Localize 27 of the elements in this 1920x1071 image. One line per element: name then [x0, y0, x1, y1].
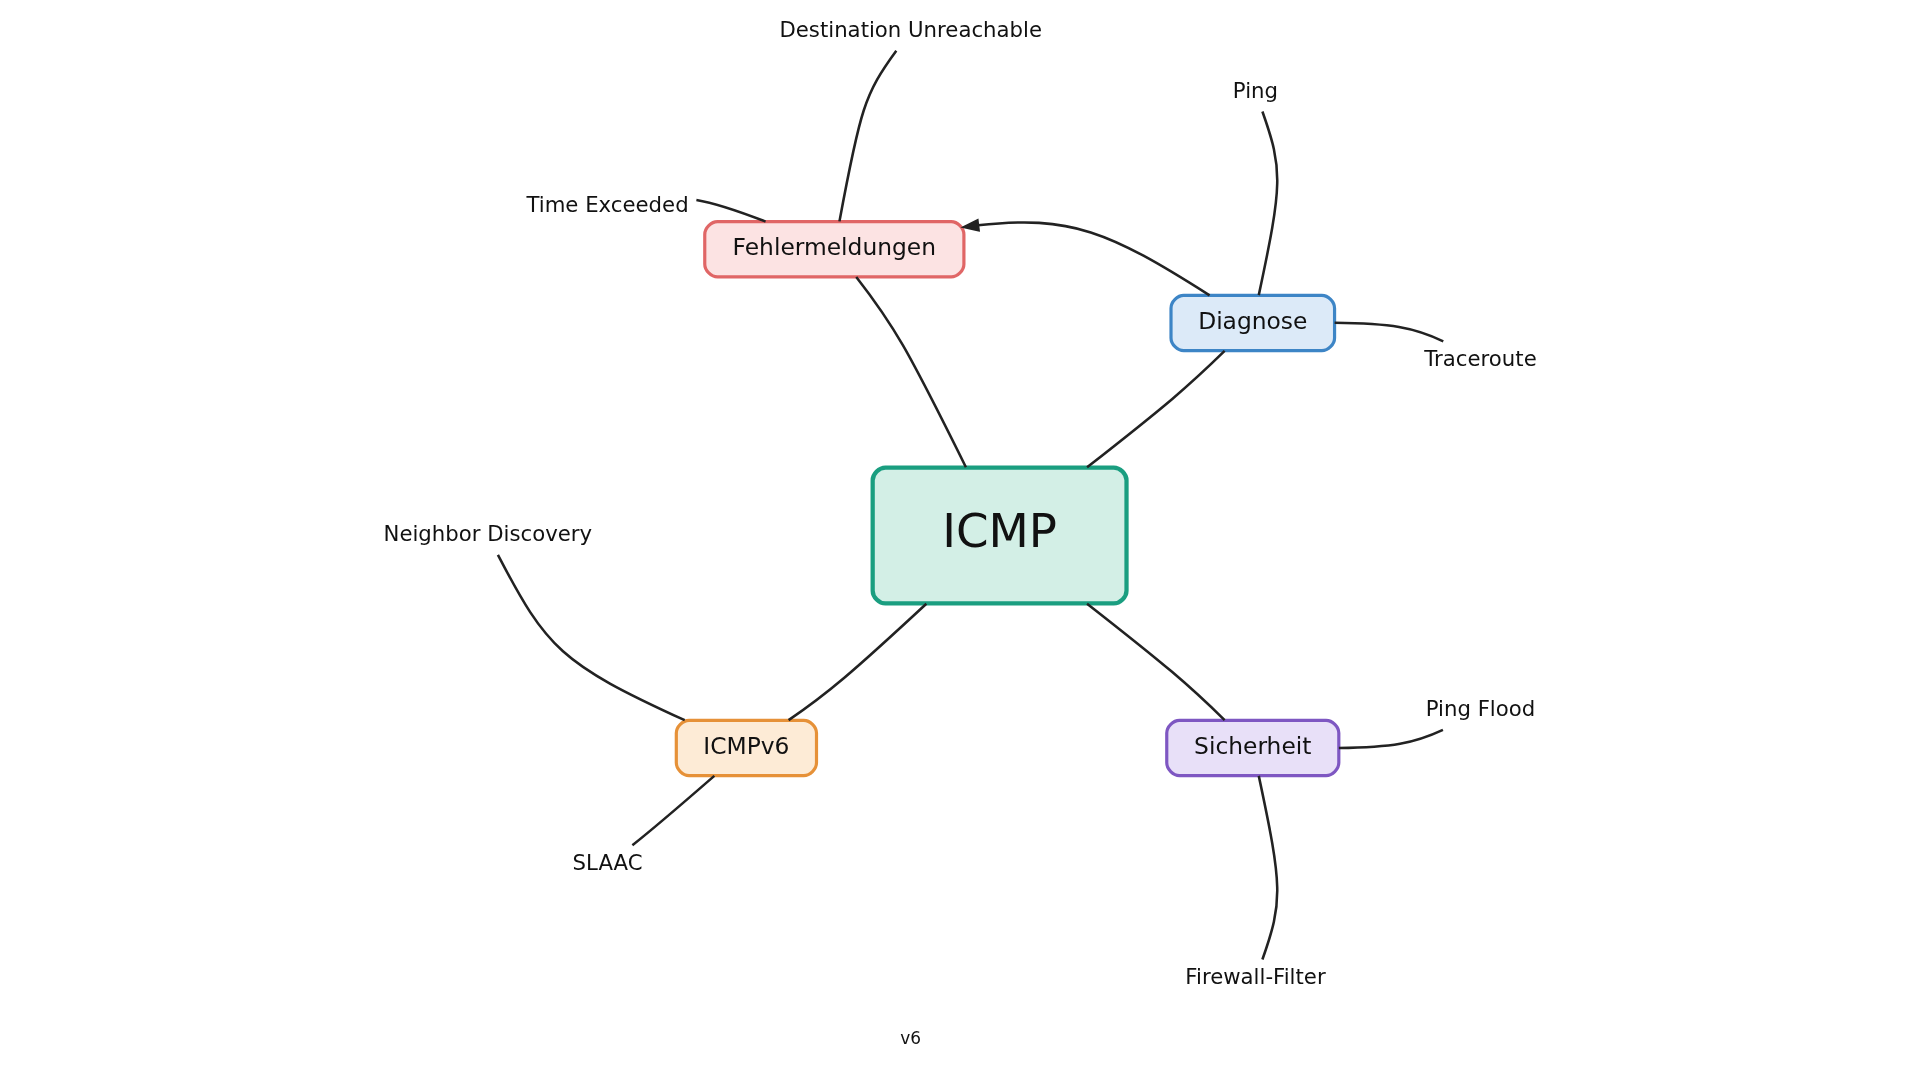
node-box: ICMP: [870, 465, 1129, 606]
connector: [1086, 350, 1226, 469]
connector: [855, 276, 968, 468]
node-box: Fehlermeldungen: [703, 220, 966, 279]
node-text: Traceroute: [1424, 345, 1537, 371]
connector: [496, 554, 686, 722]
connector: [696, 198, 766, 223]
connector: [1257, 775, 1279, 960]
node-box: Diagnose: [1169, 293, 1337, 353]
node-text: Firewall-Filter: [1185, 964, 1326, 990]
connector: [1086, 602, 1226, 721]
connector: [1257, 111, 1279, 296]
connector: [1338, 728, 1444, 750]
node-text: Time Exceeded: [526, 191, 689, 217]
connector: [838, 50, 898, 222]
node-text: Neighbor Discovery: [383, 520, 593, 546]
node-text: SLAAC: [572, 849, 643, 875]
connector: [631, 774, 716, 847]
connector: [787, 602, 928, 722]
node-text: Ping: [1232, 77, 1279, 103]
node-box: Sicherheit: [1165, 718, 1341, 778]
label: v6: [900, 1027, 922, 1048]
node-text: Destination Unreachable: [779, 16, 1042, 42]
node-box: ICMPv6: [674, 718, 819, 778]
node-text: Ping Flood: [1425, 695, 1536, 721]
connector: [1334, 321, 1444, 343]
arrow: [960, 218, 1211, 297]
